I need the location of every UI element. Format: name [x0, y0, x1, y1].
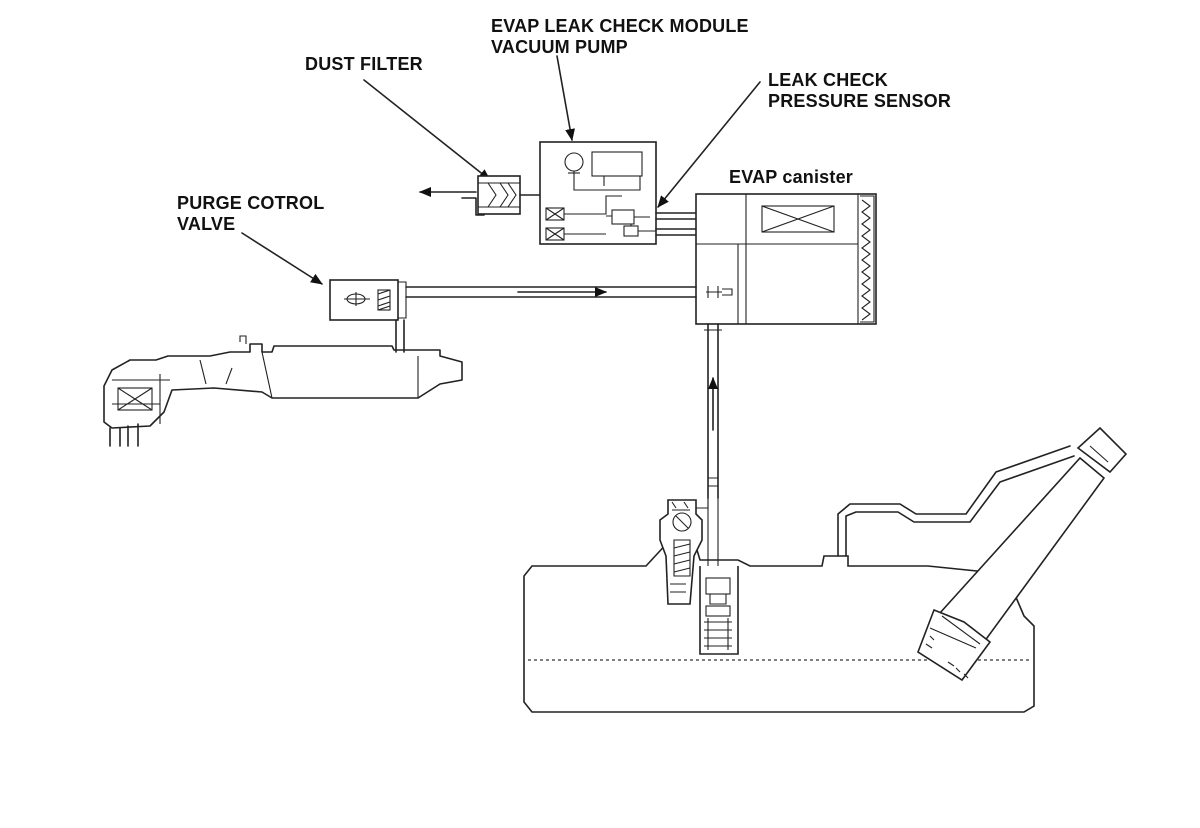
pressure-sensor-label-line2: PRESSURE SENSOR	[768, 91, 952, 111]
purge-control-valve	[329, 279, 407, 321]
purge-valve-label-line1: PURGE COTROL	[177, 193, 325, 213]
dust-filter-label: DUST FILTER	[305, 54, 423, 75]
purge-valve-label: PURGE COTROL VALVE	[177, 193, 324, 235]
leak-check-module-label-line2: VACUUM PUMP	[491, 37, 628, 57]
dust-filter	[477, 175, 541, 215]
evap-canister-label-text: EVAP canister	[729, 167, 853, 187]
vent-outlet	[419, 187, 485, 216]
intake-assembly	[103, 335, 463, 447]
filler-neck	[837, 426, 1128, 682]
purge-valve-label-line2: VALVE	[177, 214, 236, 234]
pressure-sensor-label: LEAK CHECK PRESSURE SENSOR	[768, 70, 951, 112]
purge-line	[395, 286, 697, 353]
vapor-line	[704, 323, 722, 499]
label-leaders	[241, 55, 761, 285]
evap-canister-label: EVAP canister	[729, 167, 853, 188]
leak-check-module-label-line1: EVAP LEAK CHECK MODULE	[491, 16, 749, 36]
module-canister-connectors	[655, 212, 697, 236]
pressure-sensor-label-line1: LEAK CHECK	[768, 70, 889, 90]
evap-canister	[695, 193, 877, 325]
leak-check-module	[539, 141, 657, 245]
dust-filter-label-text: DUST FILTER	[305, 54, 423, 74]
leak-check-module-label: EVAP LEAK CHECK MODULE VACUUM PUMP	[491, 16, 749, 58]
fuel-level-valve	[699, 498, 739, 655]
